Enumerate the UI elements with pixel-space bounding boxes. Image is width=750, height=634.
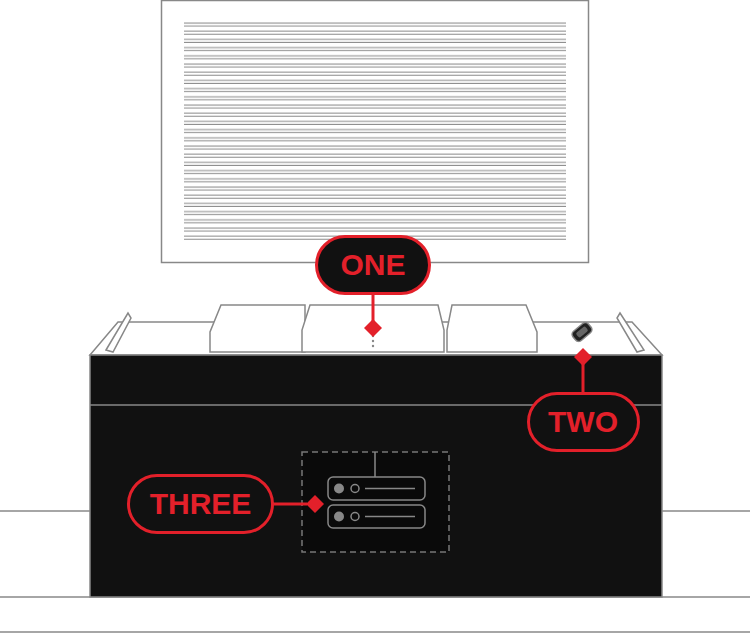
callout-pill: TWO	[527, 392, 640, 452]
console-front	[90, 355, 662, 597]
hidden-equipment	[302, 452, 449, 552]
tv	[162, 1, 589, 263]
callout-pill: ONE	[315, 235, 431, 295]
callout-number: ONE	[340, 250, 405, 280]
remote-device	[570, 321, 593, 343]
callout-pill: THREE	[127, 474, 274, 534]
console-top	[90, 305, 662, 355]
callout-number: THREE	[150, 489, 252, 519]
callout-number: TWO	[548, 407, 618, 437]
